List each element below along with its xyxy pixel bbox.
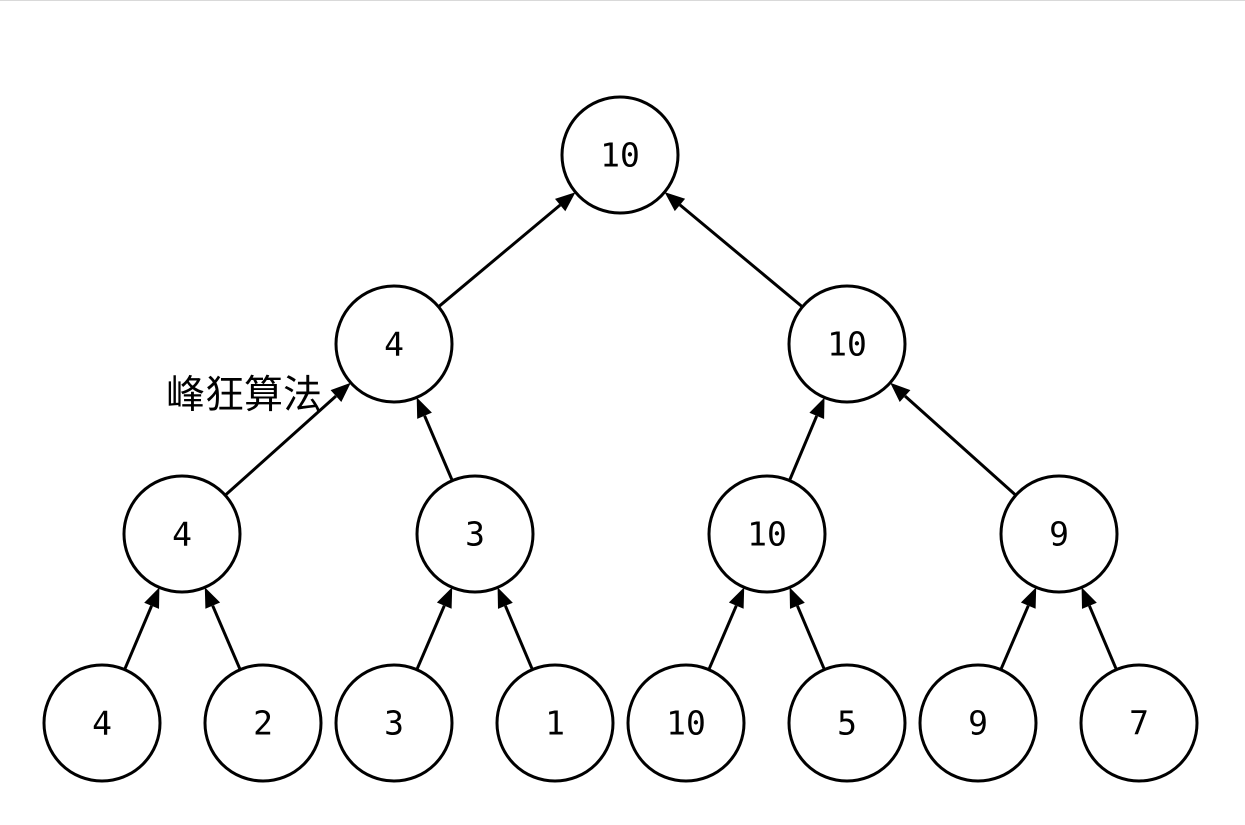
node-leaf_1: 4 xyxy=(42,663,162,783)
node-circle-level2_b xyxy=(415,474,535,594)
edge-level2_c-to-level1_right xyxy=(788,415,819,482)
edge-level2_b-to-level1_left xyxy=(423,415,454,482)
node-label-leaf_3: 3 xyxy=(384,704,404,743)
node-leaf_3: 3 xyxy=(334,663,454,783)
arrowhead-level2_d-to-level1_right xyxy=(890,382,911,402)
node-circle-leaf_3 xyxy=(334,663,454,783)
arrowhead-level2_c-to-level1_right xyxy=(809,397,825,419)
edge-level2_a-to-level1_left xyxy=(224,394,337,497)
node-circle-leaf_8 xyxy=(1079,663,1199,783)
edge-level2_d-to-level1_right xyxy=(904,394,1017,497)
node-label-level2_c: 10 xyxy=(747,515,787,554)
edge-leaf_6-to-level2_c xyxy=(796,605,826,671)
node-label-level1_left: 4 xyxy=(384,325,404,364)
node-circle-leaf_4 xyxy=(495,663,615,783)
node-circle-root xyxy=(560,95,680,215)
node-label-level2_d: 9 xyxy=(1049,515,1069,554)
arrowhead-leaf_6-to-level2_c xyxy=(789,587,805,609)
node-level2_c: 10 xyxy=(707,474,827,594)
arrowhead-leaf_7-to-level2_d xyxy=(1020,587,1037,609)
node-label-level2_b: 3 xyxy=(465,515,485,554)
top-border xyxy=(0,0,1245,1)
node-circle-level2_c xyxy=(707,474,827,594)
edges-layer xyxy=(123,192,1118,671)
edge-leaf_2-to-level2_a xyxy=(211,605,242,671)
node-circle-leaf_6 xyxy=(787,663,907,783)
edge-level1_left-to-root xyxy=(437,203,562,308)
node-circle-level2_a xyxy=(122,474,242,594)
edge-level1_right-to-root xyxy=(678,203,804,309)
edge-leaf_3-to-level2_b xyxy=(415,605,446,671)
arrowhead-level2_a-to-level1_left xyxy=(330,382,351,402)
node-level2_a: 4 xyxy=(122,474,242,594)
arrowhead-level1_right-to-root xyxy=(664,192,686,212)
edge-leaf_5-to-level2_c xyxy=(707,605,738,671)
node-leaf_2: 2 xyxy=(203,663,323,783)
node-level2_d: 9 xyxy=(999,474,1119,594)
node-leaf_4: 1 xyxy=(495,663,615,783)
node-circle-leaf_2 xyxy=(203,663,323,783)
node-label-root: 10 xyxy=(600,136,640,175)
node-circle-leaf_5 xyxy=(626,663,746,783)
node-label-leaf_5: 10 xyxy=(666,704,706,743)
node-label-leaf_7: 9 xyxy=(968,704,988,743)
edge-leaf_7-to-level2_d xyxy=(999,605,1030,671)
nodes-layer: 10 4 10 4 3 10 9 4 2 3 1 10 5 9 7 xyxy=(42,95,1199,783)
node-circle-level1_left xyxy=(334,284,454,404)
node-leaf_5: 10 xyxy=(626,663,746,783)
node-root: 10 xyxy=(560,95,680,215)
arrowhead-leaf_4-to-level2_b xyxy=(497,587,513,609)
arrowhead-leaf_8-to-level2_d xyxy=(1081,587,1097,609)
node-label-leaf_4: 1 xyxy=(545,704,565,743)
arrowhead-leaf_2-to-level2_a xyxy=(204,587,221,609)
arrowhead-level1_left-to-root xyxy=(555,192,576,212)
node-circle-level1_right xyxy=(787,284,907,404)
node-circle-leaf_1 xyxy=(42,663,162,783)
arrowhead-leaf_5-to-level2_c xyxy=(728,587,745,609)
node-label-leaf_2: 2 xyxy=(253,704,273,743)
node-circle-leaf_7 xyxy=(918,663,1038,783)
node-level2_b: 3 xyxy=(415,474,535,594)
node-label-level1_right: 10 xyxy=(827,325,867,364)
edge-leaf_4-to-level2_b xyxy=(504,605,534,671)
node-leaf_8: 7 xyxy=(1079,663,1199,783)
node-circle-level2_d xyxy=(999,474,1119,594)
arrowhead-leaf_3-to-level2_b xyxy=(436,587,453,609)
node-label-leaf_8: 7 xyxy=(1129,704,1149,743)
edge-leaf_1-to-level2_a xyxy=(123,605,153,671)
watermark-text: 峰狂算法 xyxy=(166,373,323,418)
node-label-leaf_1: 4 xyxy=(92,704,112,743)
node-label-level2_a: 4 xyxy=(172,515,192,554)
node-leaf_6: 5 xyxy=(787,663,907,783)
arrowhead-leaf_1-to-level2_a xyxy=(144,587,160,609)
node-level1_left: 4 xyxy=(334,284,454,404)
node-leaf_7: 9 xyxy=(918,663,1038,783)
edge-leaf_8-to-level2_d xyxy=(1088,605,1118,671)
node-label-leaf_6: 5 xyxy=(837,704,857,743)
node-level1_right: 10 xyxy=(787,284,907,404)
arrowhead-level2_b-to-level1_left xyxy=(416,397,432,419)
